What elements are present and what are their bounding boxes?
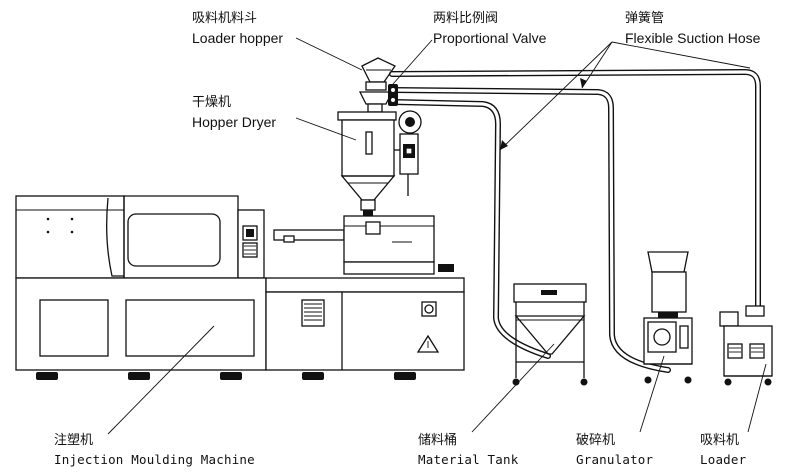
hopper-dryer-label-en: Hopper Dryer — [192, 114, 277, 130]
vent-grille — [301, 299, 325, 327]
hopper-dryer — [337, 110, 422, 218]
loader-label-en: Loader — [700, 452, 747, 467]
loader-label-zh: 吸料机 — [700, 433, 740, 448]
injection-machine-label-en: Injection Moulding Machine — [54, 452, 255, 467]
injection-machine-label-zh: 注塑机 — [54, 433, 94, 448]
loader-hopper-label-en: Loader hopper — [192, 30, 284, 46]
proportional-valve-label-zh: 两料比例阀 — [433, 11, 499, 26]
injection-moulding-machine — [15, 195, 465, 380]
material-tank — [512, 283, 588, 386]
proportional-valve-label-en: Proportional Valve — [433, 30, 547, 46]
flexible-hose-label-en: Flexible Suction Hose — [625, 30, 761, 46]
leader-lines — [107, 37, 767, 435]
material-tank-label-zh: 储料桶 — [418, 433, 458, 448]
material-tank-label-en: Material Tank — [418, 452, 519, 467]
loader-hopper-label-zh: 吸料机料斗 — [192, 11, 258, 26]
granulator-label-en: Granulator — [576, 452, 654, 467]
granulator — [643, 251, 693, 384]
flexible-suction-hoses — [389, 69, 761, 373]
loader-hopper — [358, 57, 396, 113]
granulator-label-zh: 破碎机 — [576, 433, 616, 448]
hopper-dryer-label-zh: 干燥机 — [192, 95, 232, 110]
flexible-hose-label-zh: 弹簧管 — [625, 11, 665, 26]
loader-unit — [719, 305, 773, 386]
proportional-valve — [388, 84, 398, 106]
